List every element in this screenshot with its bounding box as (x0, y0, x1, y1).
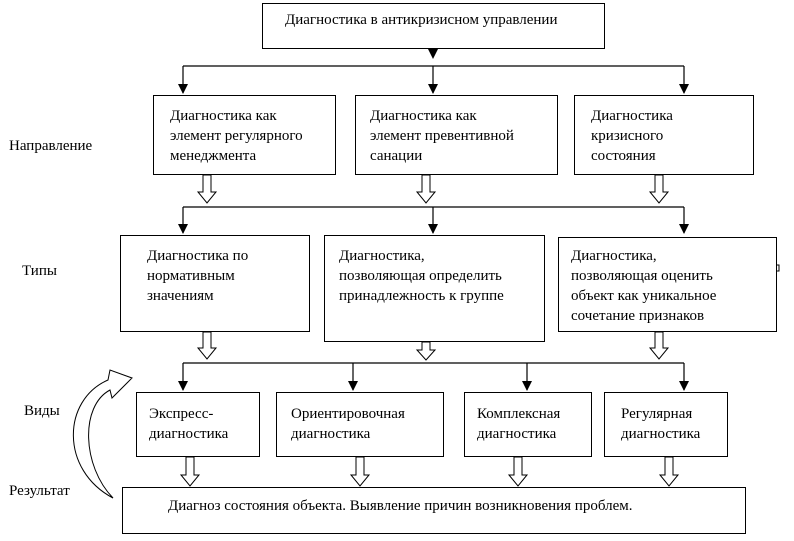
kind-box-regular: Регулярная диагностика (604, 392, 728, 457)
direction-text: Диагностика кризисного состояния (591, 108, 673, 164)
row-label-kinds: Виды (24, 403, 60, 419)
type-text: Диагностика, позволяющая оценить объект … (571, 248, 717, 324)
direction-box-preventive: Диагностика как элемент превентивной сан… (355, 95, 558, 175)
type-text: Диагностика, позволяющая определить прин… (339, 248, 504, 304)
title-text: Диагностика в антикризисном управлении (285, 12, 558, 28)
type-box-group: Диагностика, позволяющая определить прин… (324, 235, 545, 342)
kind-text: Ориентировочная диагностика (291, 406, 405, 442)
kind-text: Комплексная диагностика (477, 406, 561, 442)
hollow-arrows-row2 (196, 331, 670, 361)
hollow-arrows-row1 (196, 174, 670, 204)
connector-types-to-kinds (178, 362, 689, 391)
result-box: Диагноз состояния объекта. Выявление при… (122, 487, 746, 534)
feedback-curved-arrow (72, 369, 133, 499)
title-box: Диагностика в антикризисном управлении (262, 3, 605, 49)
direction-text: Диагностика как элемент регулярного мене… (170, 108, 303, 164)
direction-box-regular: Диагностика как элемент регулярного мене… (153, 95, 336, 175)
connector-directions-to-types (178, 206, 689, 234)
kind-text: Экспресс- диагностика (149, 406, 229, 442)
kind-box-complex: Комплексная диагностика (464, 392, 592, 457)
type-box-normative: Диагностика по нормативным значениям (120, 235, 310, 332)
result-text: Диагноз состояния объекта. Выявление при… (168, 498, 633, 514)
direction-box-crisis: Диагностика кризисного состояния (574, 95, 754, 175)
hollow-arrows-row3 (179, 456, 680, 487)
row-label-types: Типы (22, 263, 57, 279)
kind-text: Регулярная диагностика (621, 406, 701, 442)
connector-title-to-directions (178, 49, 689, 94)
type-box-unique: Диагностика, позволяющая оценить объект … (558, 237, 777, 332)
direction-text: Диагностика как элемент превентивной сан… (370, 108, 514, 164)
kind-box-express: Экспресс- диагностика (136, 392, 260, 457)
row-label-result: Результат (9, 483, 70, 499)
row-label-direction: Направление (9, 138, 93, 154)
type-text: Диагностика по нормативным значениям (147, 248, 249, 304)
kind-box-orientational: Ориентировочная диагностика (276, 392, 444, 457)
